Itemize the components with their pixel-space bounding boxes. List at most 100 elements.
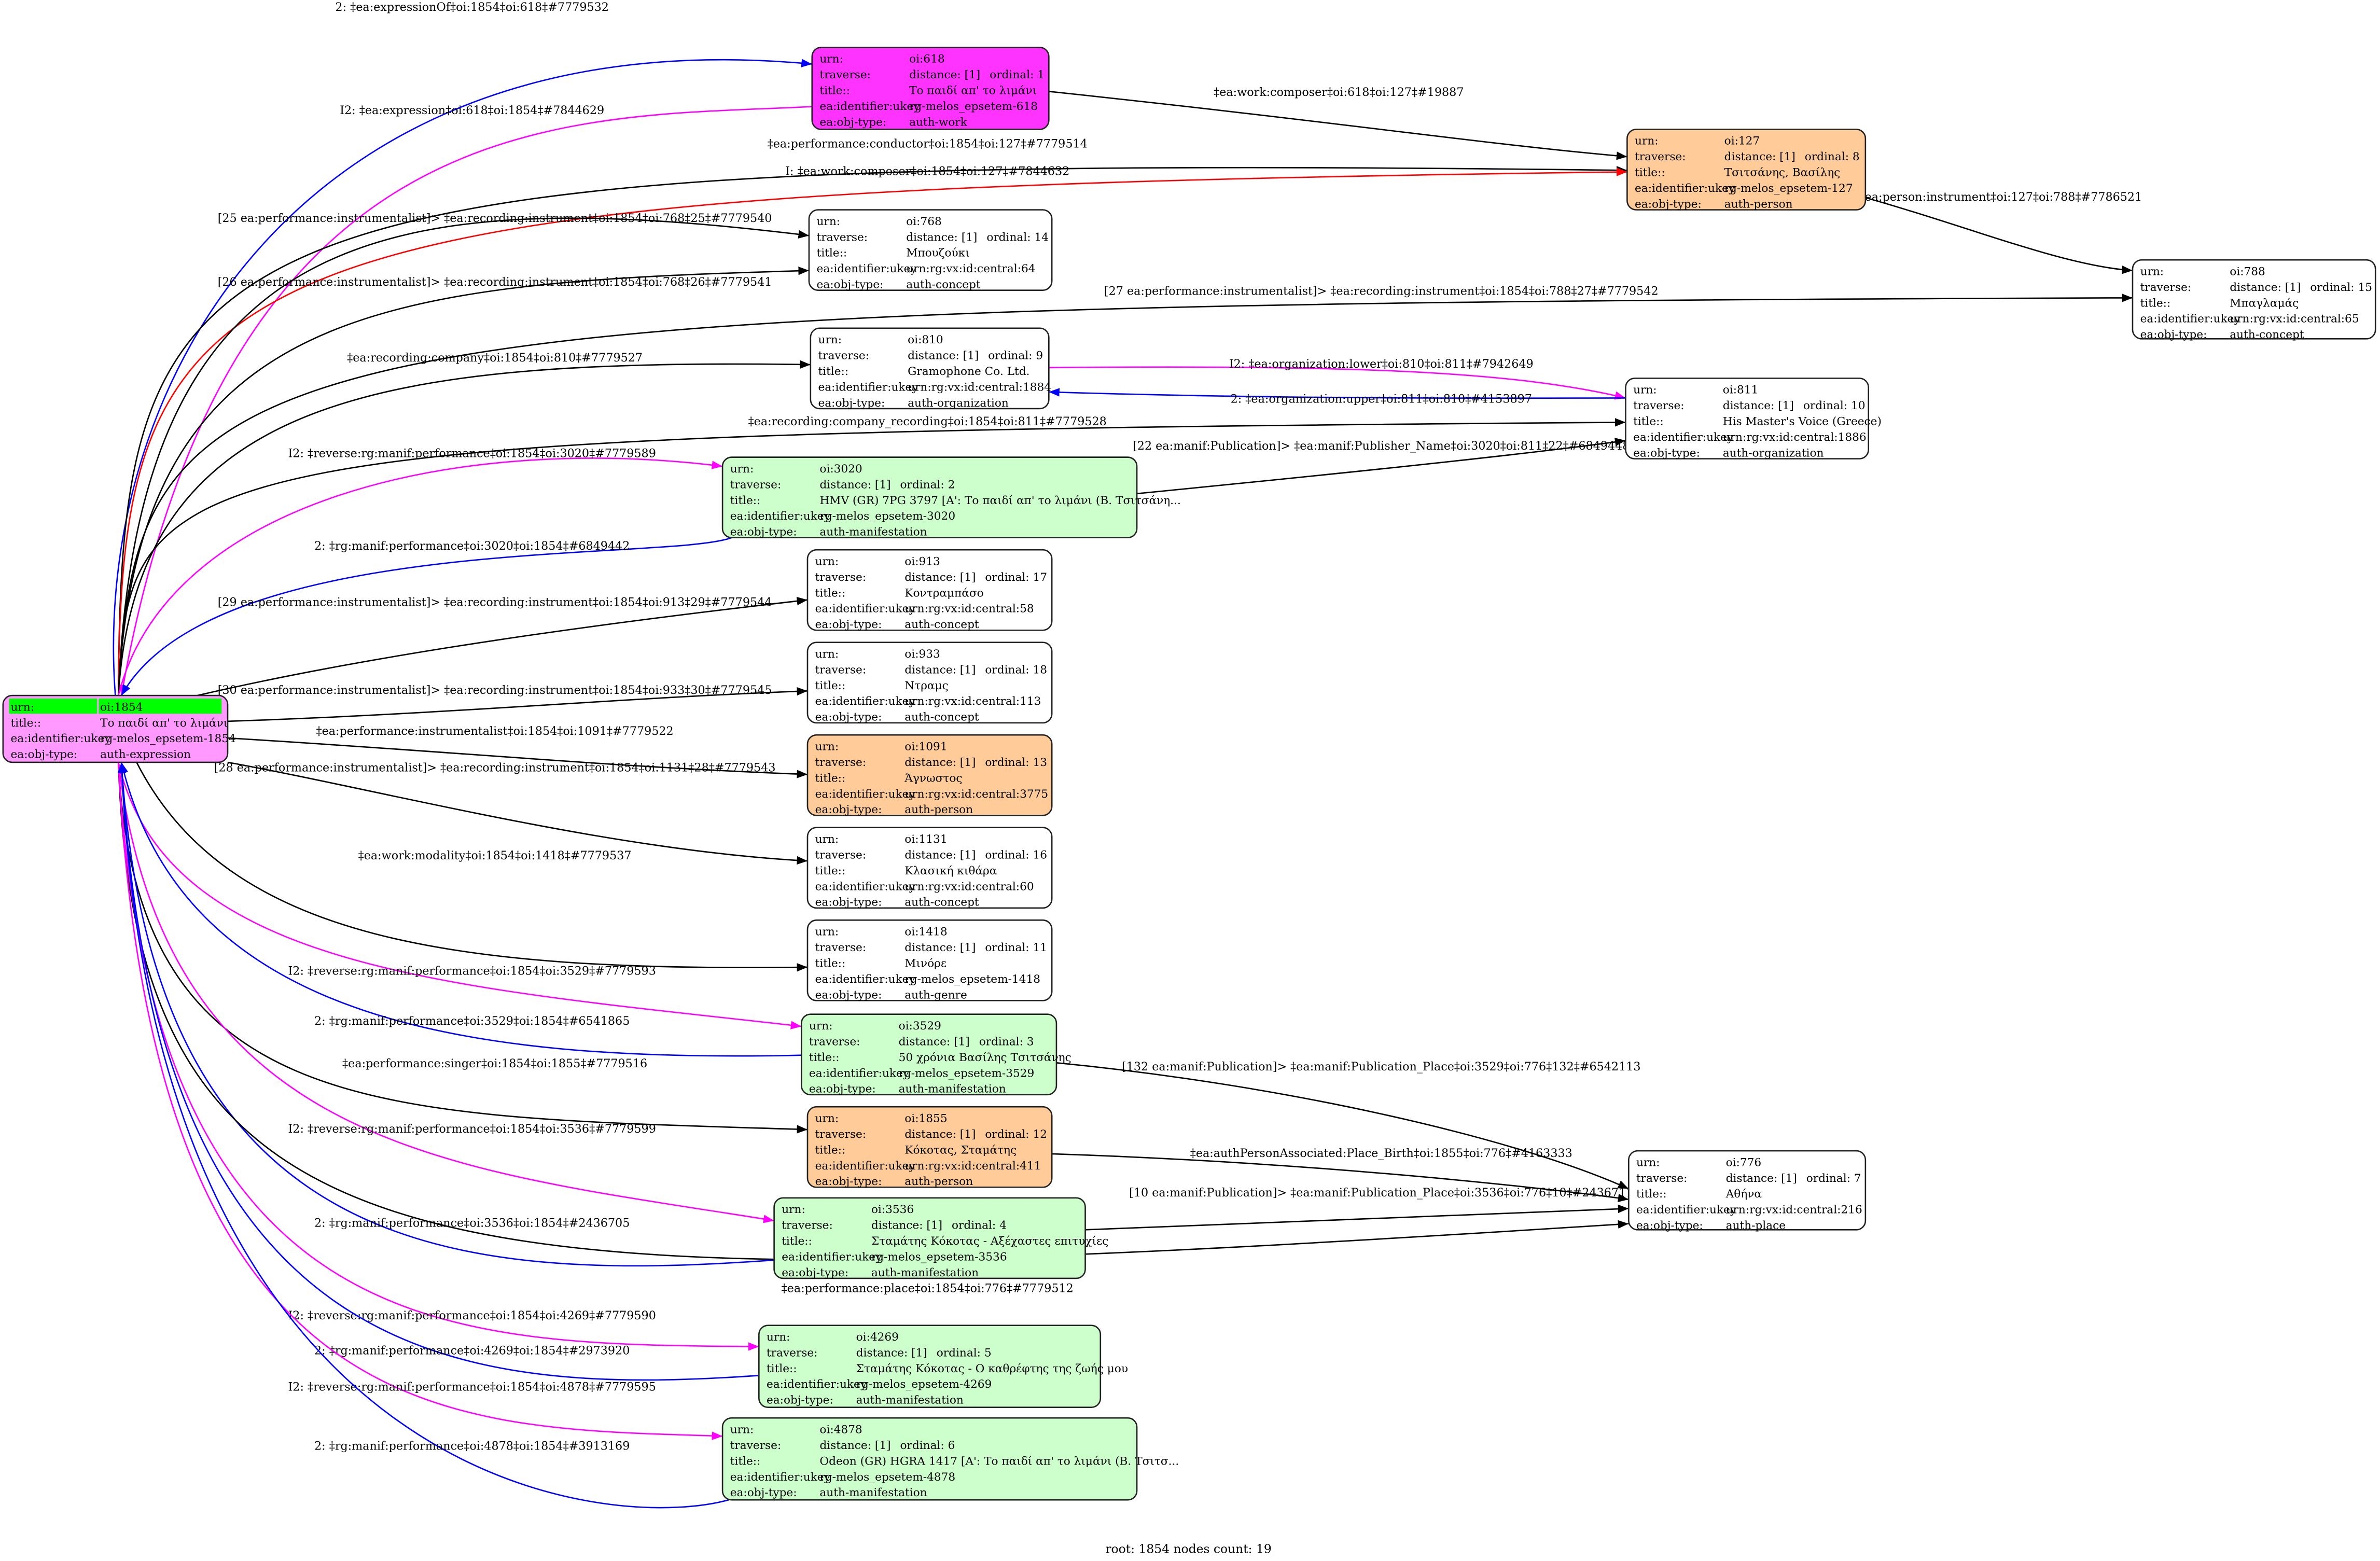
row-value-ukey: rg-melos_epsetem-1854 — [100, 732, 236, 745]
edge-810-811[interactable]: I2: ‡ea:organization:lower‡oi:810‡oi:811… — [1049, 357, 1626, 400]
edge-1854-913[interactable]: [29 ea:performance:instrumentalist]> ‡ea… — [197, 595, 808, 696]
edge-label: [10 ea:manif:Publication]> ‡ea:manif:Pub… — [1129, 1186, 1633, 1200]
edge-label: I2: ‡reverse:rg:manif:performance‡oi:185… — [288, 965, 656, 978]
edge-1854-127[interactable]: ‡ea:performance:conductor‡oi:1854‡oi:127… — [117, 137, 1627, 696]
row-value-type: auth-manifestation — [819, 1486, 927, 1499]
edge-label: 2: ‡rg:manif:performance‡oi:3529‡oi:1854… — [314, 1014, 630, 1028]
edge-label: I2: ‡reverse:rg:manif:performance‡oi:185… — [288, 447, 656, 461]
row-label-urn: urn: — [815, 648, 839, 661]
row-label-type: ea:obj-type: — [809, 1083, 876, 1096]
edge-1854-3020[interactable]: I2: ‡reverse:rg:manif:performance‡oi:185… — [118, 447, 723, 696]
row-value-ukey: urn:rg:vx:id:central:113 — [904, 695, 1041, 708]
edge-1854-3536[interactable]: I2: ‡reverse:rg:manif:performance‡oi:185… — [117, 762, 774, 1223]
row-label-traverse: traverse: — [1635, 150, 1686, 163]
edge-label: ‡ea:performance:place‡oi:1854‡oi:776‡#77… — [782, 1281, 1074, 1295]
edge-line — [117, 217, 810, 696]
edge-811-810[interactable]: 2: ‡ea:organization:upper‡oi:811‡oi:810‡… — [1049, 388, 1626, 406]
row-label-title: title:: — [818, 365, 848, 378]
edge-1854-788[interactable]: [27 ea:performance:instrumentalist]> ‡ea… — [117, 284, 2133, 696]
edge-1854-1091[interactable]: ‡ea:performance:instrumentalist‡oi:1854‡… — [227, 724, 808, 778]
node-box — [1625, 378, 1870, 459]
node-box — [721, 1417, 1138, 1501]
ordinal-value: ordinal: 10 — [1803, 399, 1866, 412]
row-label-type: ea:obj-type: — [1635, 198, 1702, 211]
edge-127-788[interactable]: ‡ea:person:instrument‡oi:127‡oi:788‡#778… — [1859, 190, 2142, 274]
edge-1854-811[interactable]: ‡ea:recording:company_recording‡oi:1854‡… — [117, 415, 1626, 696]
edge-line — [1049, 388, 1626, 399]
edge-1854-768[interactable]: [25 ea:performance:instrumentalist]> ‡ea… — [117, 212, 810, 696]
edge-1854-127[interactable]: I: ‡ea:work:composer‡oi:1854‡oi:127‡#784… — [117, 164, 1627, 696]
edge-1854-776[interactable]: ‡ea:performance:place‡oi:1854‡oi:776‡#77… — [117, 762, 1629, 1295]
edge-4878-1854[interactable]: 2: ‡rg:manif:performance‡oi:4878‡oi:1854… — [117, 762, 729, 1509]
row-label-type: ea:obj-type: — [10, 748, 77, 761]
row-value-ukey: urn:rg:vx:id:central:411 — [904, 1160, 1041, 1173]
edge-1854-933[interactable]: [30 ea:performance:instrumentalist]> ‡ea… — [218, 684, 808, 722]
row-label-urn: urn: — [818, 333, 842, 346]
row-label-type: ea:obj-type: — [815, 988, 882, 1001]
edge-label: ‡ea:work:composer‡oi:618‡oi:127‡#19887 — [1214, 86, 1464, 99]
edge-3529-1854[interactable]: 2: ‡rg:manif:performance‡oi:3529‡oi:1854… — [119, 762, 802, 1057]
edge-1854-4878[interactable]: I2: ‡reverse:rg:manif:performance‡oi:185… — [117, 762, 723, 1440]
row-value-ukey: rg-melos_epsetem-4878 — [819, 1471, 955, 1484]
edge-3536-776[interactable]: [10 ea:manif:Publication]> ‡ea:manif:Pub… — [1085, 1186, 1634, 1231]
edge-line — [117, 762, 802, 1029]
edge-1854-810[interactable]: ‡ea:recording:company‡oi:1854‡oi:810‡#77… — [117, 351, 811, 696]
edge-1854-618[interactable]: 2: ‡ea:expressionOf‡oi:1854‡oi:618‡#7779… — [113, 1, 812, 696]
edge-3020-811[interactable]: [22 ea:manif:Publication]> ‡ea:manif:Pub… — [1133, 438, 1630, 495]
row-value-title: Αθήνα — [1725, 1188, 1762, 1201]
edge-1854-1131[interactable]: [28 ea:performance:instrumentalist]> ‡ea… — [214, 761, 808, 865]
row-value-urn: oi:3529 — [899, 1020, 941, 1033]
ordinal-value: ordinal: 18 — [985, 663, 1047, 676]
node-box — [800, 1013, 1057, 1096]
row-label-type: ea:obj-type: — [815, 618, 882, 631]
distance-value: distance: [1] — [1724, 150, 1796, 163]
node-box — [721, 456, 1138, 539]
edge-3020-1854[interactable]: 2: ‡rg:manif:performance‡oi:3020‡oi:1854… — [120, 537, 732, 696]
edge-618-1854[interactable]: I2: ‡ea:expression‡oi:618‡oi:1854‡#78446… — [119, 104, 812, 696]
row-label-type: ea:obj-type: — [730, 1486, 797, 1499]
edges-layer: 2: ‡ea:expressionOf‡oi:1854‡oi:618‡#7779… — [113, 1, 2142, 1509]
edge-1854-3529[interactable]: I2: ‡reverse:rg:manif:performance‡oi:185… — [117, 762, 802, 1029]
edge-1854-768[interactable]: [26 ea:performance:instrumentalist]> ‡ea… — [117, 267, 809, 696]
edge-1854-1855[interactable]: ‡ea:performance:singer‡oi:1854‡oi:1855‡#… — [117, 762, 808, 1134]
distance-value: distance: [1] — [2230, 281, 2301, 294]
ordinal-value: ordinal: 13 — [985, 756, 1047, 769]
edge-4269-1854[interactable]: 2: ‡rg:manif:performance‡oi:4269‡oi:1854… — [117, 762, 759, 1381]
row-value-ukey: rg-melos_epsetem-3529 — [899, 1067, 1035, 1080]
ordinal-value: ordinal: 7 — [1806, 1172, 1861, 1185]
edge-618-127[interactable]: ‡ea:work:composer‡oi:618‡oi:127‡#19887 — [1049, 86, 1627, 160]
edge-line — [117, 166, 1627, 696]
row-label-title: title:: — [10, 717, 41, 730]
edge-label: 2: ‡rg:manif:performance‡oi:4878‡oi:1854… — [314, 1440, 630, 1453]
edge-1854-1418[interactable]: ‡ea:work:modality‡oi:1854‡oi:1418‡#77795… — [136, 762, 808, 972]
row-value-urn: oi:4878 — [819, 1423, 862, 1436]
row-label-type: ea:obj-type: — [1636, 1219, 1703, 1232]
edge-3536-1854[interactable]: 2: ‡rg:manif:performance‡oi:3536‡oi:1854… — [118, 762, 774, 1267]
edge-3529-776[interactable]: [132 ea:manif:Publication]> ‡ea:manif:Pu… — [1056, 1060, 1641, 1190]
row-label-title: title:: — [815, 679, 846, 692]
row-value-urn: oi:913 — [904, 555, 940, 568]
edge-1855-776[interactable]: ‡ea:authPersonAssociated:Place_Birth‡oi:… — [1052, 1147, 1629, 1203]
row-value-ukey: urn:rg:vx:id:central:1886 — [1723, 431, 1867, 444]
row-label-ukey: ea:identifier:ukey — [818, 381, 918, 394]
row-value-type: auth-organization — [908, 397, 1009, 410]
